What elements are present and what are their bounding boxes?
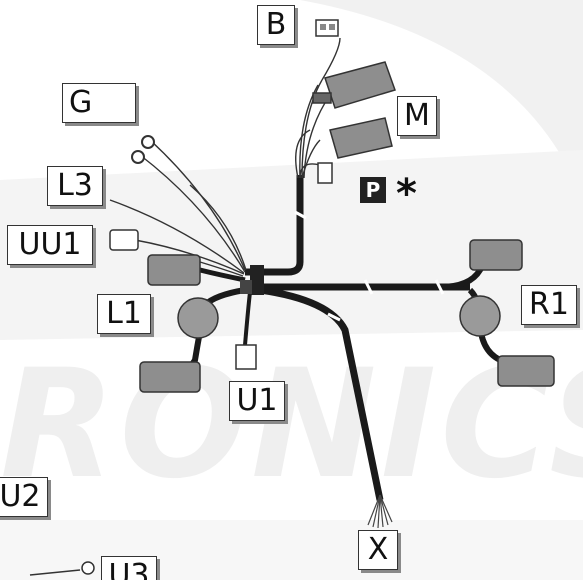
connector-r1-bottom	[497, 355, 555, 387]
grommet-l1	[177, 297, 219, 339]
trunk-up	[245, 175, 304, 276]
branch-u1	[243, 291, 252, 346]
connector-m	[312, 61, 396, 184]
ring-terminals	[131, 135, 155, 164]
junction-clip-2	[240, 280, 252, 294]
break-marks	[294, 210, 445, 322]
label-u2: U2	[0, 477, 48, 517]
connector-r1-top	[469, 239, 523, 271]
thin-wires-left	[109, 139, 247, 277]
thin-wires-top	[295, 37, 341, 179]
watermark-text: RONICS	[0, 338, 583, 512]
label-uu1: UU1	[7, 225, 93, 265]
label-u3: U3	[101, 556, 157, 580]
connector-l1	[139, 361, 201, 393]
connector-left	[147, 254, 201, 286]
connector-uu1	[109, 229, 139, 251]
connector-u1	[235, 344, 257, 370]
label-m: M	[397, 96, 437, 136]
trunk-down-x	[259, 286, 384, 501]
junction-clip	[250, 265, 264, 295]
label-g-text: G	[69, 85, 93, 120]
grommet-r1	[459, 295, 501, 337]
label-p: P	[360, 177, 386, 203]
connector-b	[315, 19, 339, 37]
branch-left-conn	[199, 267, 246, 283]
asterisk-mark: *	[396, 171, 417, 217]
label-g: G	[62, 83, 136, 123]
label-r1: R1	[521, 285, 577, 325]
label-l1: L1	[97, 294, 151, 334]
x-wire-fan	[367, 494, 393, 529]
u3-terminal	[29, 561, 95, 576]
label-x: X	[358, 530, 398, 570]
label-b: B	[257, 5, 295, 45]
label-u1: U1	[229, 381, 285, 421]
label-l3: L3	[47, 166, 103, 206]
